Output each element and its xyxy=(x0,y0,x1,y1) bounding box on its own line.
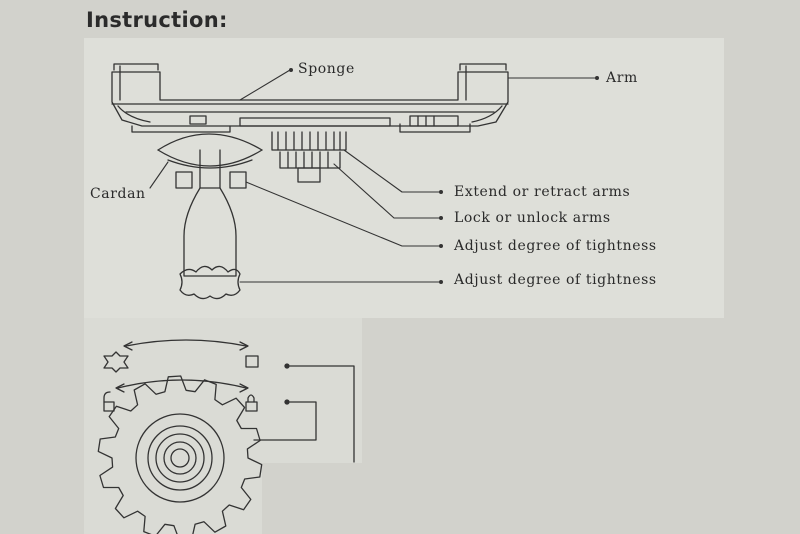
label-lock-unlock: Lock or unlock arms xyxy=(454,210,611,226)
gear-icon xyxy=(97,375,263,534)
label-extend-retract: Extend or retract arms xyxy=(454,184,631,200)
adjust-gear-stack xyxy=(271,131,347,183)
label-tightness-2: Adjust degree of tightness xyxy=(454,272,657,288)
unlock-icon xyxy=(103,391,115,412)
page-title: Instruction: xyxy=(86,8,228,32)
callout-lines xyxy=(149,69,597,283)
cardan-joint xyxy=(157,133,263,277)
cross-arrows-icon xyxy=(103,351,129,373)
label-arm: Arm xyxy=(606,70,638,86)
tightness-knob xyxy=(179,265,241,300)
callout-dots xyxy=(289,68,599,284)
holder-body xyxy=(111,63,509,133)
label-sponge: Sponge xyxy=(298,61,355,77)
lock-icon xyxy=(245,394,258,412)
square-icon xyxy=(245,355,259,368)
label-cardan: Cardan xyxy=(90,186,146,202)
lock-extend-diagram xyxy=(103,339,355,463)
top-panel xyxy=(84,38,724,318)
bottom-panel-ext xyxy=(84,463,262,534)
bottom-panel xyxy=(84,318,362,463)
label-tightness-1: Adjust degree of tightness xyxy=(454,238,657,254)
double-arrow-icon xyxy=(125,339,247,347)
